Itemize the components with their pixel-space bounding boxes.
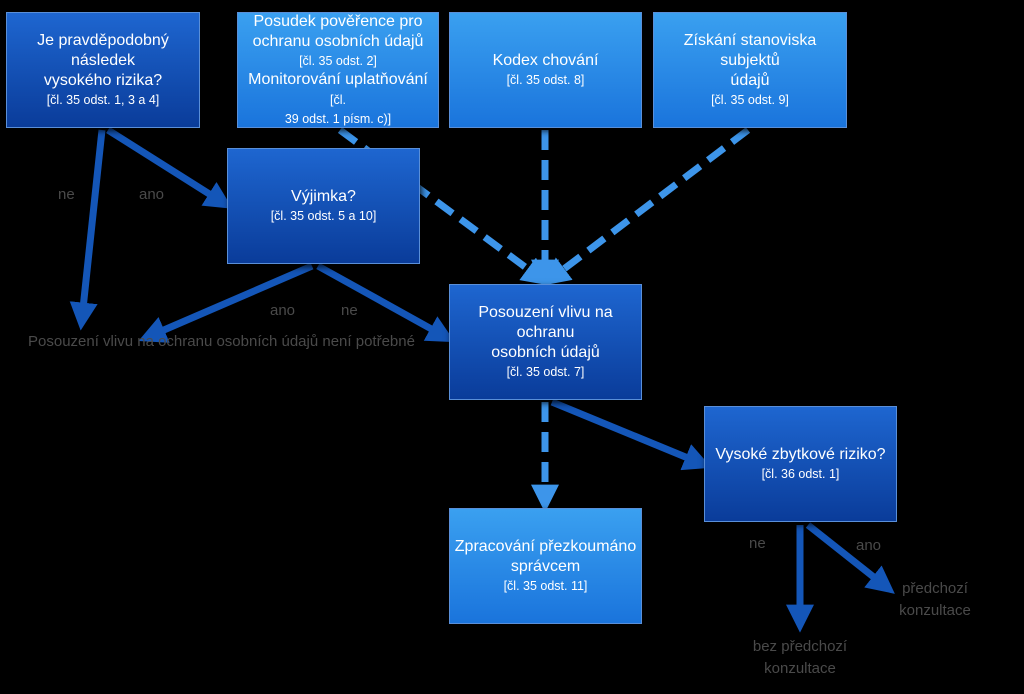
node-likely-high-risk-ref: [čl. 35 odst. 1, 3 a 4] [46,93,160,107]
node-dpo-opinion: Posudek pověřence pro ochranu osobních ú… [237,12,439,128]
label-risk-yes: ano [139,186,165,203]
node-exception-line1: Výjimka? [291,188,356,205]
node-dpo-opinion-ref2b: 39 odst. 1 písm. c)] [284,112,392,126]
node-residual-risk-line1: Vysoké zbytkové riziko? [715,446,886,463]
node-dpia-ref: [čl. 35 odst. 7] [506,365,585,379]
node-code-of-conduct: Kodex chování [čl. 35 odst. 8] [449,12,642,128]
label-exception-yes: ano [270,302,296,319]
arrow-risk-no [69,129,106,331]
node-dpo-opinion-line3: Monitorování uplatňování [čl. [238,70,438,110]
node-dpia-line2: osobních údajů [491,344,600,361]
node-review-line1: Zpracování přezkoumáno [454,538,637,555]
label-exception-no: ne [341,302,358,319]
node-dpo-opinion-ref2a: [čl. [330,93,346,107]
node-dpo-opinion-line3-text: Monitorování uplatňování [248,71,428,88]
label-residual-no: ne [749,535,766,552]
label-prior-consultation-a: předchozí [902,580,968,597]
arrow-dpia-residual [550,398,712,471]
label-risk-no: ne [58,186,75,203]
arrow-exception-no [316,262,456,343]
label-prior-consultation-b: konzultace [899,602,971,619]
arrow-subjects-dpia [541,127,751,286]
node-likely-high-risk: Je pravděpodobný následek vysokého rizik… [6,12,200,128]
arrow-exception-yes [138,262,314,343]
node-residual-risk-ref: [čl. 36 odst. 1] [761,467,840,481]
node-exception-ref: [čl. 35 odst. 5 a 10] [270,209,377,223]
node-residual-risk: Vysoké zbytkové riziko? [čl. 36 odst. 1] [704,406,897,522]
node-review-ref: [čl. 35 odst. 11] [503,579,588,593]
node-dpia: Posouzení vlivu na ochranu osobních údaj… [449,284,642,400]
node-subjects-view-line2: údajů [730,72,770,89]
node-review: Zpracování přezkoumáno správcem [čl. 35 … [449,508,642,624]
node-likely-high-risk-line2: vysokého rizika? [43,72,163,89]
label-residual-yes: ano [856,537,882,554]
node-dpo-opinion-line1: Posudek pověřence pro [253,13,423,30]
node-likely-high-risk-line1: Je pravděpodobný následek [37,32,169,69]
node-code-of-conduct-line1: Kodex chování [492,52,599,69]
node-exception: Výjimka? [čl. 35 odst. 5 a 10] [227,148,420,264]
node-dpo-opinion-ref1: [čl. 35 odst. 2] [299,54,377,68]
node-subjects-view-line1: Získání stanoviska subjektů [683,32,817,69]
node-dpia-line1: Posouzení vlivu na ochranu [478,304,613,341]
label-prior-consultation: předchozí konzultace [898,578,972,622]
node-code-of-conduct-ref: [čl. 35 odst. 8] [506,73,585,87]
label-no-prior-consultation-b: konzultace [764,660,836,677]
node-subjects-view: Získání stanoviska subjektů údajů [čl. 3… [653,12,847,128]
node-subjects-view-ref: [čl. 35 odst. 9] [711,93,789,107]
label-no-prior-consultation: bez předchozí konzultace [748,636,852,680]
label-not-needed: Posouzení vlivu na ochranu osobních údaj… [28,333,415,350]
node-dpo-opinion-line2: ochranu osobních údajů [252,33,424,50]
label-no-prior-consultation-a: bez předchozí [752,638,848,655]
node-review-line2: správcem [510,558,581,575]
arrow-residual-yes [805,522,895,594]
arrow-risk-yes [106,127,233,209]
